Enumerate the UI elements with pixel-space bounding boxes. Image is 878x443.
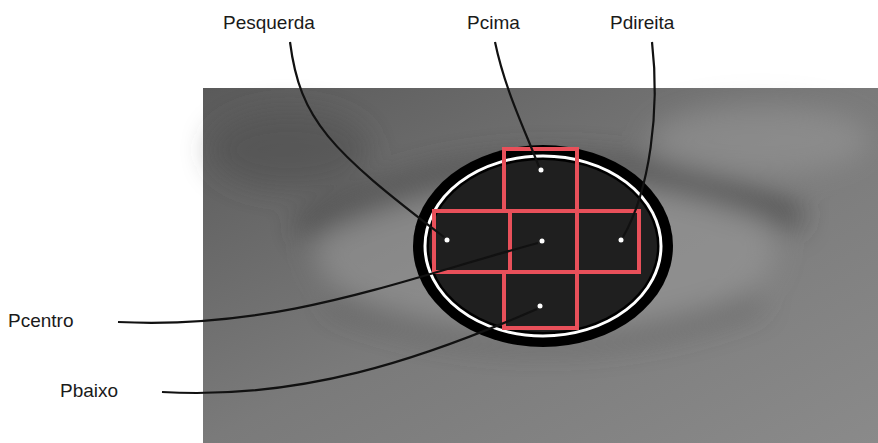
pupil-outline: [413, 145, 673, 347]
sample-squares: [434, 149, 639, 328]
point-label: Pdireita: [610, 12, 674, 35]
leader-lines: [118, 42, 655, 393]
pupil-ring: [425, 156, 661, 336]
point-label: Pcima: [467, 12, 520, 35]
sample-points: [445, 168, 624, 309]
photo-ground: [203, 88, 878, 443]
point-label: Pcentro: [8, 310, 73, 333]
pupil: [429, 160, 657, 332]
point-label: Pbaixo: [60, 380, 118, 403]
point-label: Pesquerda: [223, 12, 315, 35]
